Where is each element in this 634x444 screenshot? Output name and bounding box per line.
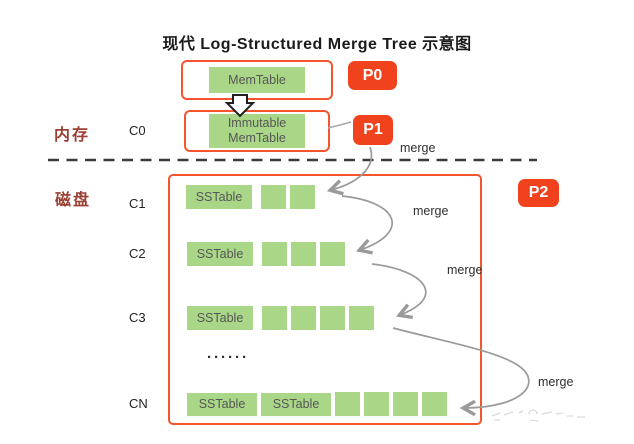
immutable-memtable-block: Immutable MemTable [209,114,305,148]
sstable-segment [349,306,374,330]
merge-label-c1-to-c2: merge [413,204,449,218]
immutable-label-line2: MemTable [228,131,286,145]
watermark [491,409,585,422]
sstable-box: SSTable [187,306,253,330]
memtable-block: MemTable [209,67,305,93]
sstable-box: SSTable [186,185,252,209]
sstable-row-cn: SSTable SSTable [187,392,447,416]
sstable-box: SSTable [187,242,253,266]
diagram-title: 现代 Log-Structured Merge Tree 示意图 [162,36,472,53]
badge-p2: P2 [518,179,559,207]
level-label-c3: C3 [129,310,146,325]
p1-connector-line [327,121,352,129]
memory-section-label: 内存 [54,127,91,144]
sstable-segment [422,392,447,416]
sstable-segment [262,242,287,266]
sstable-segment [364,392,389,416]
sstable-segment [320,306,345,330]
level-label-c0: C0 [129,123,146,138]
sstable-segment [262,306,287,330]
disk-container [168,174,482,425]
level-label-cn: CN [129,396,148,411]
badge-p0: P0 [348,61,397,90]
badge-p1: P1 [353,115,393,145]
sstable-row-c1: SSTable [186,185,315,209]
memtable-container: MemTable [181,60,333,100]
sstable-segment [320,242,345,266]
immutable-memtable-container: Immutable MemTable [184,110,330,152]
merge-label-memtable-to-c1: merge [400,141,436,155]
sstable-segment [261,185,286,209]
sstable-segment [291,306,316,330]
sstable-row-c2: SSTable [187,242,345,266]
level-label-c2: C2 [129,246,146,261]
sstable-box: SSTable [187,392,257,416]
merge-label-c3-to-cn: merge [538,375,574,389]
levels-ellipsis: ······ [207,349,249,366]
sstable-box: SSTable [261,392,331,416]
sstable-segment [290,185,315,209]
level-label-c1: C1 [129,196,146,211]
immutable-label-line1: Immutable [227,116,287,130]
sstable-segment [291,242,316,266]
merge-label-c2-to-c3: merge [447,263,483,277]
sstable-segment [393,392,418,416]
disk-section-label: 磁盘 [55,192,92,209]
sstable-segment [335,392,360,416]
sstable-row-c3: SSTable [187,306,374,330]
